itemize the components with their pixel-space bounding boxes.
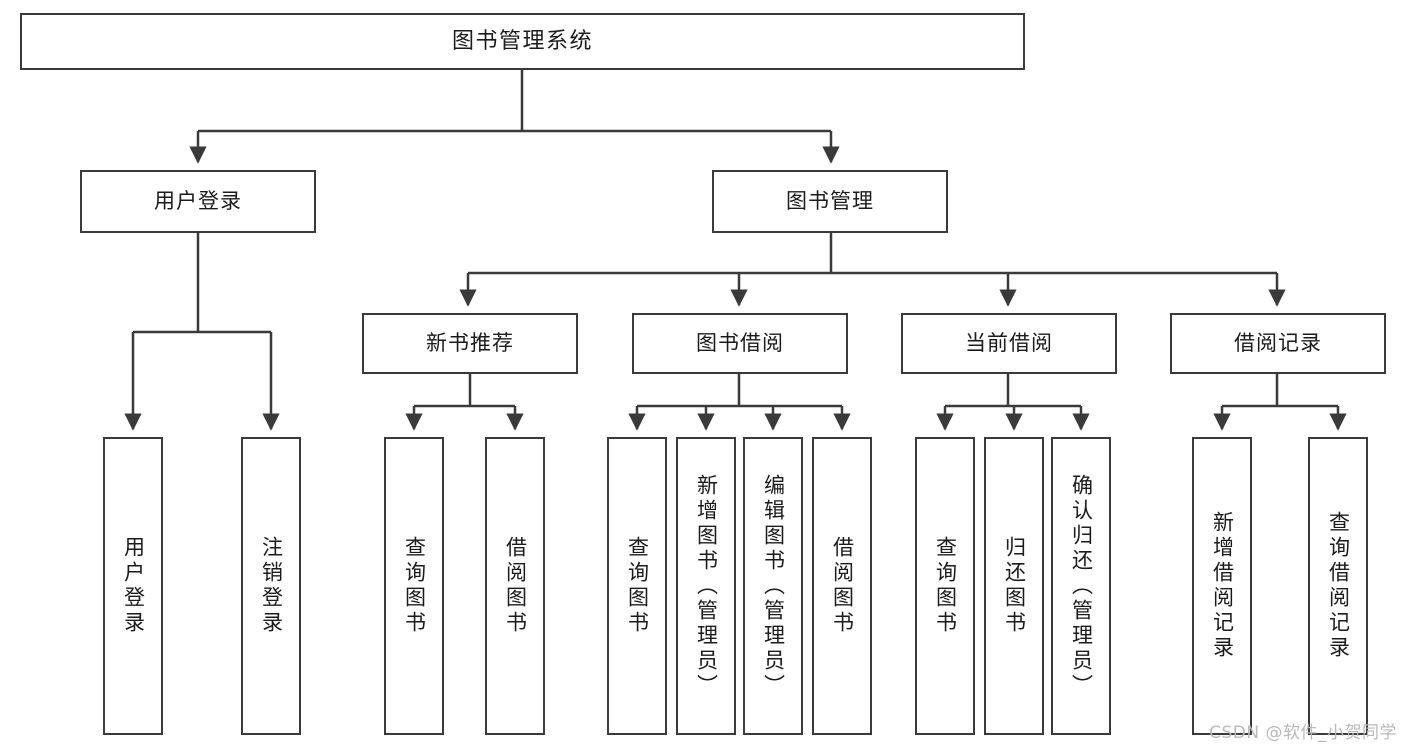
leaf-add-book-admin-label: 新增图书（管理员）: [694, 473, 719, 699]
leaf-query-book-1-label: 查询图书: [402, 536, 427, 636]
node-book-manage[interactable]: 图书管理: [712, 170, 948, 233]
node-borrow-record-label: 借阅记录: [1234, 331, 1322, 356]
leaf-query-book-3-label: 查询图书: [933, 536, 958, 636]
leaf-user-logout-label: 注销登录: [259, 536, 284, 636]
leaf-confirm-return-admin[interactable]: 确认归还（管理员）: [1051, 437, 1111, 735]
node-book-borrow[interactable]: 图书借阅: [632, 313, 848, 374]
leaf-confirm-return-admin-label: 确认归还（管理员）: [1069, 473, 1094, 699]
node-user-login-label: 用户登录: [154, 189, 242, 214]
node-new-book-recommend-label: 新书推荐: [426, 331, 514, 356]
leaf-query-borrow-record[interactable]: 查询借阅记录: [1308, 437, 1368, 735]
leaf-user-login-label: 用户登录: [121, 536, 146, 636]
node-new-book-recommend[interactable]: 新书推荐: [362, 313, 578, 374]
leaf-borrow-book-2-label: 借阅图书: [830, 536, 855, 636]
leaf-query-book-1[interactable]: 查询图书: [384, 437, 444, 735]
leaf-edit-book-admin-label: 编辑图书（管理员）: [761, 473, 786, 699]
leaf-query-borrow-record-label: 查询借阅记录: [1326, 511, 1351, 661]
leaf-add-book-admin[interactable]: 新增图书（管理员）: [676, 437, 736, 735]
node-borrow-record[interactable]: 借阅记录: [1170, 313, 1386, 374]
leaf-edit-book-admin[interactable]: 编辑图书（管理员）: [743, 437, 803, 735]
leaf-return-book[interactable]: 归还图书: [984, 437, 1044, 735]
node-root[interactable]: 图书管理系统: [20, 13, 1025, 70]
leaf-add-borrow-record[interactable]: 新增借阅记录: [1192, 437, 1252, 735]
node-current-borrow-label: 当前借阅: [965, 331, 1053, 356]
leaf-query-book-2-label: 查询图书: [625, 536, 650, 636]
leaf-user-logout[interactable]: 注销登录: [241, 437, 301, 735]
leaf-user-login[interactable]: 用户登录: [103, 437, 163, 735]
leaf-query-book-2[interactable]: 查询图书: [607, 437, 667, 735]
csdn-watermark: CSDN @软件_小贺同学: [1209, 723, 1397, 743]
node-book-borrow-label: 图书借阅: [696, 331, 784, 356]
leaf-borrow-book-1[interactable]: 借阅图书: [485, 437, 545, 735]
node-root-label: 图书管理系统: [451, 28, 593, 54]
node-book-manage-label: 图书管理: [786, 189, 874, 214]
leaf-borrow-book-2[interactable]: 借阅图书: [812, 437, 872, 735]
node-user-login[interactable]: 用户登录: [80, 170, 316, 233]
leaf-add-borrow-record-label: 新增借阅记录: [1210, 511, 1235, 661]
leaf-query-book-3[interactable]: 查询图书: [915, 437, 975, 735]
leaf-return-book-label: 归还图书: [1002, 536, 1027, 636]
leaf-borrow-book-1-label: 借阅图书: [503, 536, 528, 636]
node-current-borrow[interactable]: 当前借阅: [901, 313, 1117, 374]
